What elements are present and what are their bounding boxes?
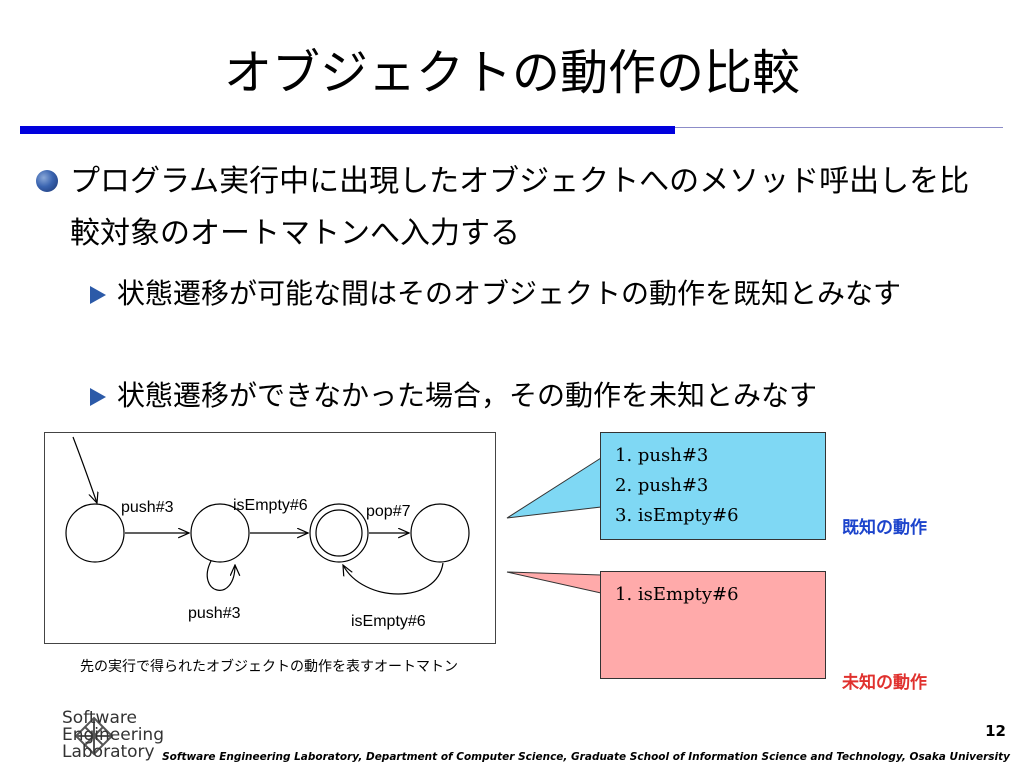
diagram-caption: 先の実行で得られたオブジェクトの動作を表すオートマトン (80, 659, 458, 675)
edge-back-isempty6 (343, 562, 444, 595)
logo-wordmark: Software Engineering Laboratory (62, 710, 164, 761)
known-behavior-label: 既知の動作 (842, 518, 927, 538)
triangle-bullet-icon (90, 388, 106, 406)
unknown-behavior-box: 1. isEmpty#6 (600, 571, 826, 679)
known-behavior-box: 1. push#3 2. push#3 3. isEmpty#6 (600, 432, 826, 540)
unknown-callout-pointer (506, 571, 602, 594)
sel-logo-icon (74, 716, 114, 756)
edge-label-loop-push3: push#3 (188, 605, 241, 622)
sub-bullet-text: 状態遷移が可能な間はそのオブジェクトの動作を既知とみなす (117, 277, 902, 310)
known-item: 1. push#3 (615, 445, 709, 466)
main-bullet-text: プログラム実行中に出現したオブジェクトへのメソッド呼出しを比較対象のオートマトン… (70, 164, 970, 251)
slide-title: オブジェクトの動作の比較 (223, 45, 800, 101)
state-s1 (190, 503, 250, 563)
logo-line: Laboratory (62, 742, 155, 762)
state-s0 (65, 503, 125, 563)
state-s3 (410, 503, 470, 563)
initial-arrow (72, 436, 97, 503)
state-s2-accept-ring (315, 509, 363, 557)
logo-line: Software (62, 708, 137, 728)
edge-loop-push3 (206, 560, 235, 591)
known-item: 3. isEmpty#6 (615, 505, 739, 526)
edge-label-pop7: pop#7 (366, 503, 411, 520)
edge-label-isempty6: isEmpty#6 (233, 497, 308, 514)
logo-line: Engineering (62, 725, 164, 745)
known-callout-pointer (506, 457, 602, 519)
sub-bullet-unknown: 状態遷移ができなかった場合，その動作を未知とみなす (90, 372, 990, 420)
title-rule-thin (675, 127, 1003, 128)
state-s2 (309, 503, 369, 563)
edge-label-loop-isempty6: isEmpty#6 (351, 613, 426, 630)
callout-pointers (506, 457, 602, 594)
automaton-diagram: push#3 isEmpty#6 pop#7 push#3 isEmpty#6 (44, 432, 496, 644)
unknown-behavior-label: 未知の動作 (842, 673, 927, 693)
edge-label-push3: push#3 (121, 499, 174, 516)
bullet-dot-icon (36, 170, 58, 192)
sub-bullet-known: 状態遷移が可能な間はそのオブジェクトの動作を既知とみなす (90, 270, 990, 318)
sub-bullet-text: 状態遷移ができなかった場合，その動作を未知とみなす (117, 379, 818, 412)
page-number: 12 (985, 722, 1006, 740)
automaton-graph: push#3 isEmpty#6 pop#7 push#3 isEmpty#6 (65, 436, 470, 630)
main-bullet: プログラム実行中に出現したオブジェクトへのメソッド呼出しを比較対象のオートマトン… (36, 156, 986, 260)
known-item: 2. push#3 (615, 475, 709, 496)
triangle-bullet-icon (90, 286, 106, 304)
unknown-item: 1. isEmpty#6 (615, 584, 739, 605)
title-rule (20, 126, 675, 134)
footer-text: Software Engineering Laboratory, Departm… (162, 751, 1010, 763)
